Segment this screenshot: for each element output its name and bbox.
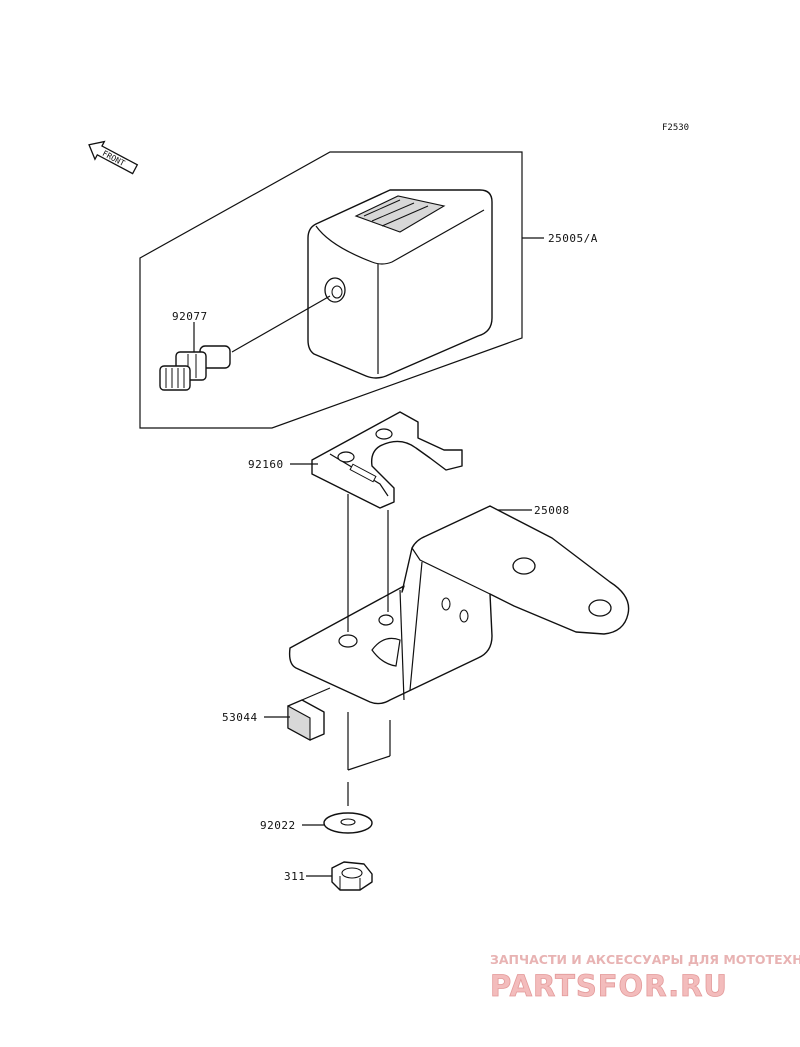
drive-pinion <box>159 345 231 391</box>
washer <box>323 812 373 834</box>
watermark-logo: PARTSFOR.RU <box>490 969 728 1003</box>
callout-92077: 92077 <box>172 310 208 323</box>
callout-92160: 92160 <box>248 458 284 471</box>
hex-nut <box>331 861 373 891</box>
meter-case <box>307 189 493 379</box>
cover-plate <box>311 411 463 509</box>
callout-25005a: 25005/A <box>548 232 598 245</box>
callout-53044: 53044 <box>222 711 258 724</box>
callout-92022: 92022 <box>260 819 296 832</box>
callout-311: 311 <box>284 870 305 883</box>
figure-code: F2530 <box>662 123 689 133</box>
front-arrow-icon: FRONT <box>88 140 139 175</box>
pinion-leader-line <box>231 295 331 353</box>
watermark-tagline: ЗАПЧАСТИ И АКСЕССУАРЫ ДЛЯ МОТОТЕХНИКИ <box>490 952 800 967</box>
assembly-outline <box>139 151 523 429</box>
assembly-lines <box>347 494 391 806</box>
leader-lines <box>193 237 544 877</box>
grommet <box>287 687 331 741</box>
callout-25008: 25008 <box>534 504 570 517</box>
meter-bracket <box>288 505 630 705</box>
